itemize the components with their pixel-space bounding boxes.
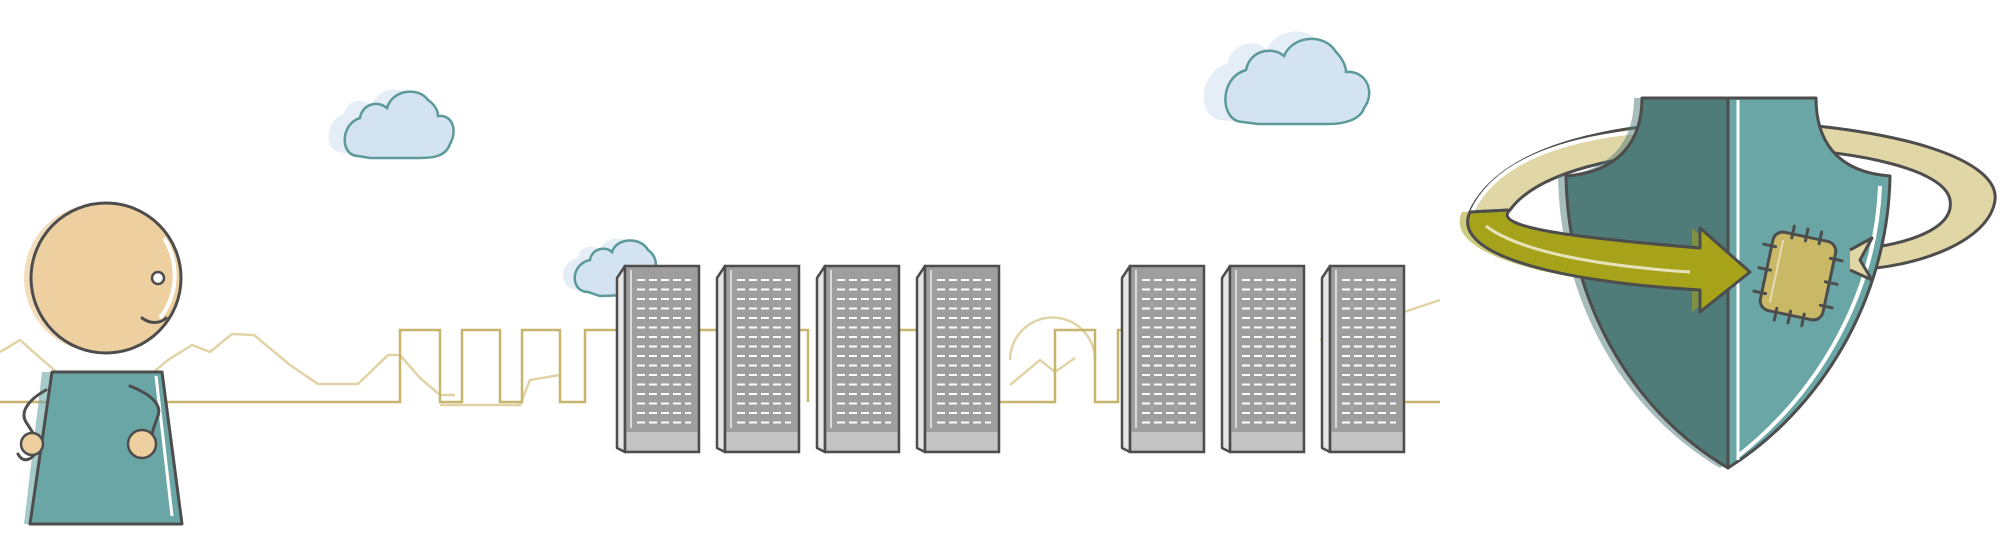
server-rack-row xyxy=(615,264,1406,454)
cloud-icon xyxy=(1203,31,1371,126)
server-rack-icon xyxy=(815,264,901,454)
server-rack-icon xyxy=(715,264,801,454)
server-rack-icon xyxy=(1120,264,1206,454)
security-shield-group xyxy=(1459,96,1997,470)
server-rack-icon xyxy=(1220,264,1306,454)
server-rack-icon xyxy=(1320,264,1406,454)
microchip-icon xyxy=(1752,224,1844,328)
person-icon xyxy=(16,201,184,526)
server-rack-icon xyxy=(915,264,1001,454)
circular-arrow-icon xyxy=(1459,208,1874,314)
server-rack-icon xyxy=(615,264,701,454)
cloud-icon xyxy=(328,89,455,160)
